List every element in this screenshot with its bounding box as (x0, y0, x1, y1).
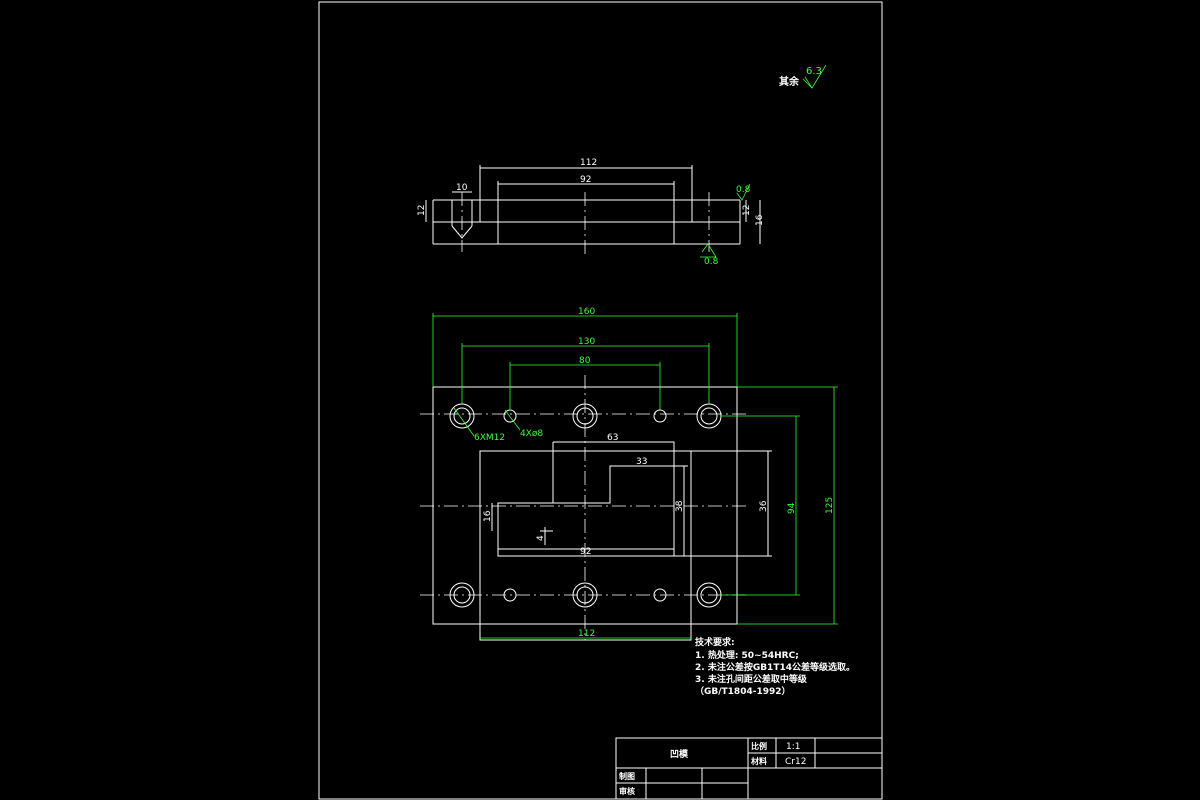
title-block: 凹模 比例 1:1 材料 Cr12 制图 审核 (615, 737, 883, 800)
top-dim-80: 80 (579, 356, 591, 366)
material-value: Cr12 (785, 757, 806, 767)
tech-notes: 技术要求: 1. 热处理: 50~54HRC; 2. 未注公差按GB1T14公差… (695, 636, 855, 697)
side-dim-12-right: 12 (742, 205, 752, 216)
scale-label: 比例 (751, 741, 767, 751)
roughness-symbol: 其余 6.3 (779, 64, 827, 89)
tech-note-line: （GB/T1804-1992） (695, 686, 791, 697)
checked-label: 审核 (619, 786, 635, 796)
top-dim-130: 130 (578, 337, 595, 347)
top-view: 6XM12 4Xø8 160 130 80 63 33 92 38 36 (420, 307, 838, 641)
top-dim-160: 160 (578, 307, 595, 317)
side-dim-12-left: 12 (417, 205, 427, 216)
tech-note-line: 3. 未注孔间距公差取中等级 (695, 673, 808, 685)
roughness-prefix: 其余 (779, 75, 800, 88)
top-dim-16: 16 (483, 510, 493, 522)
top-dim-38: 38 (675, 500, 685, 512)
roughness-value: 6.3 (806, 66, 822, 77)
top-dim-4: 4 (536, 535, 546, 541)
side-dim-16: 16 (755, 214, 765, 226)
tech-notes-title: 技术要求: (695, 636, 735, 648)
top-dim-112: 112 (578, 629, 595, 639)
side-view: 112 92 10 12 12 16 0.8 0.8 (417, 158, 765, 267)
scale-value: 1:1 (786, 742, 800, 752)
side-roughness-bottom: 0.8 (704, 257, 719, 267)
side-dim-92: 92 (580, 175, 591, 185)
hole-label-small: 4Xø8 (520, 429, 543, 439)
tech-note-line: 1. 热处理: 50~54HRC; (695, 649, 799, 661)
side-dim-112: 112 (580, 158, 597, 168)
tech-note-line: 2. 未注公差按GB1T14公差等级选取。 (695, 661, 855, 673)
hole-label-big: 6XM12 (474, 433, 505, 443)
sheet-frame (318, 1, 883, 800)
side-dim-10: 10 (456, 183, 468, 193)
top-dim-33: 33 (636, 457, 647, 467)
side-roughness-top: 0.8 (736, 185, 751, 195)
roughness-check-icon (736, 183, 751, 201)
top-dim-63: 63 (607, 433, 618, 443)
material-label: 材料 (751, 756, 767, 766)
drawn-label: 制图 (619, 771, 635, 781)
roughness-check-icon (701, 243, 717, 258)
part-name: 凹模 (670, 748, 689, 760)
top-dim-94: 94 (787, 502, 797, 514)
top-dim-125: 125 (825, 497, 835, 514)
top-dim-92: 92 (580, 547, 591, 557)
top-dim-36: 36 (759, 500, 769, 512)
